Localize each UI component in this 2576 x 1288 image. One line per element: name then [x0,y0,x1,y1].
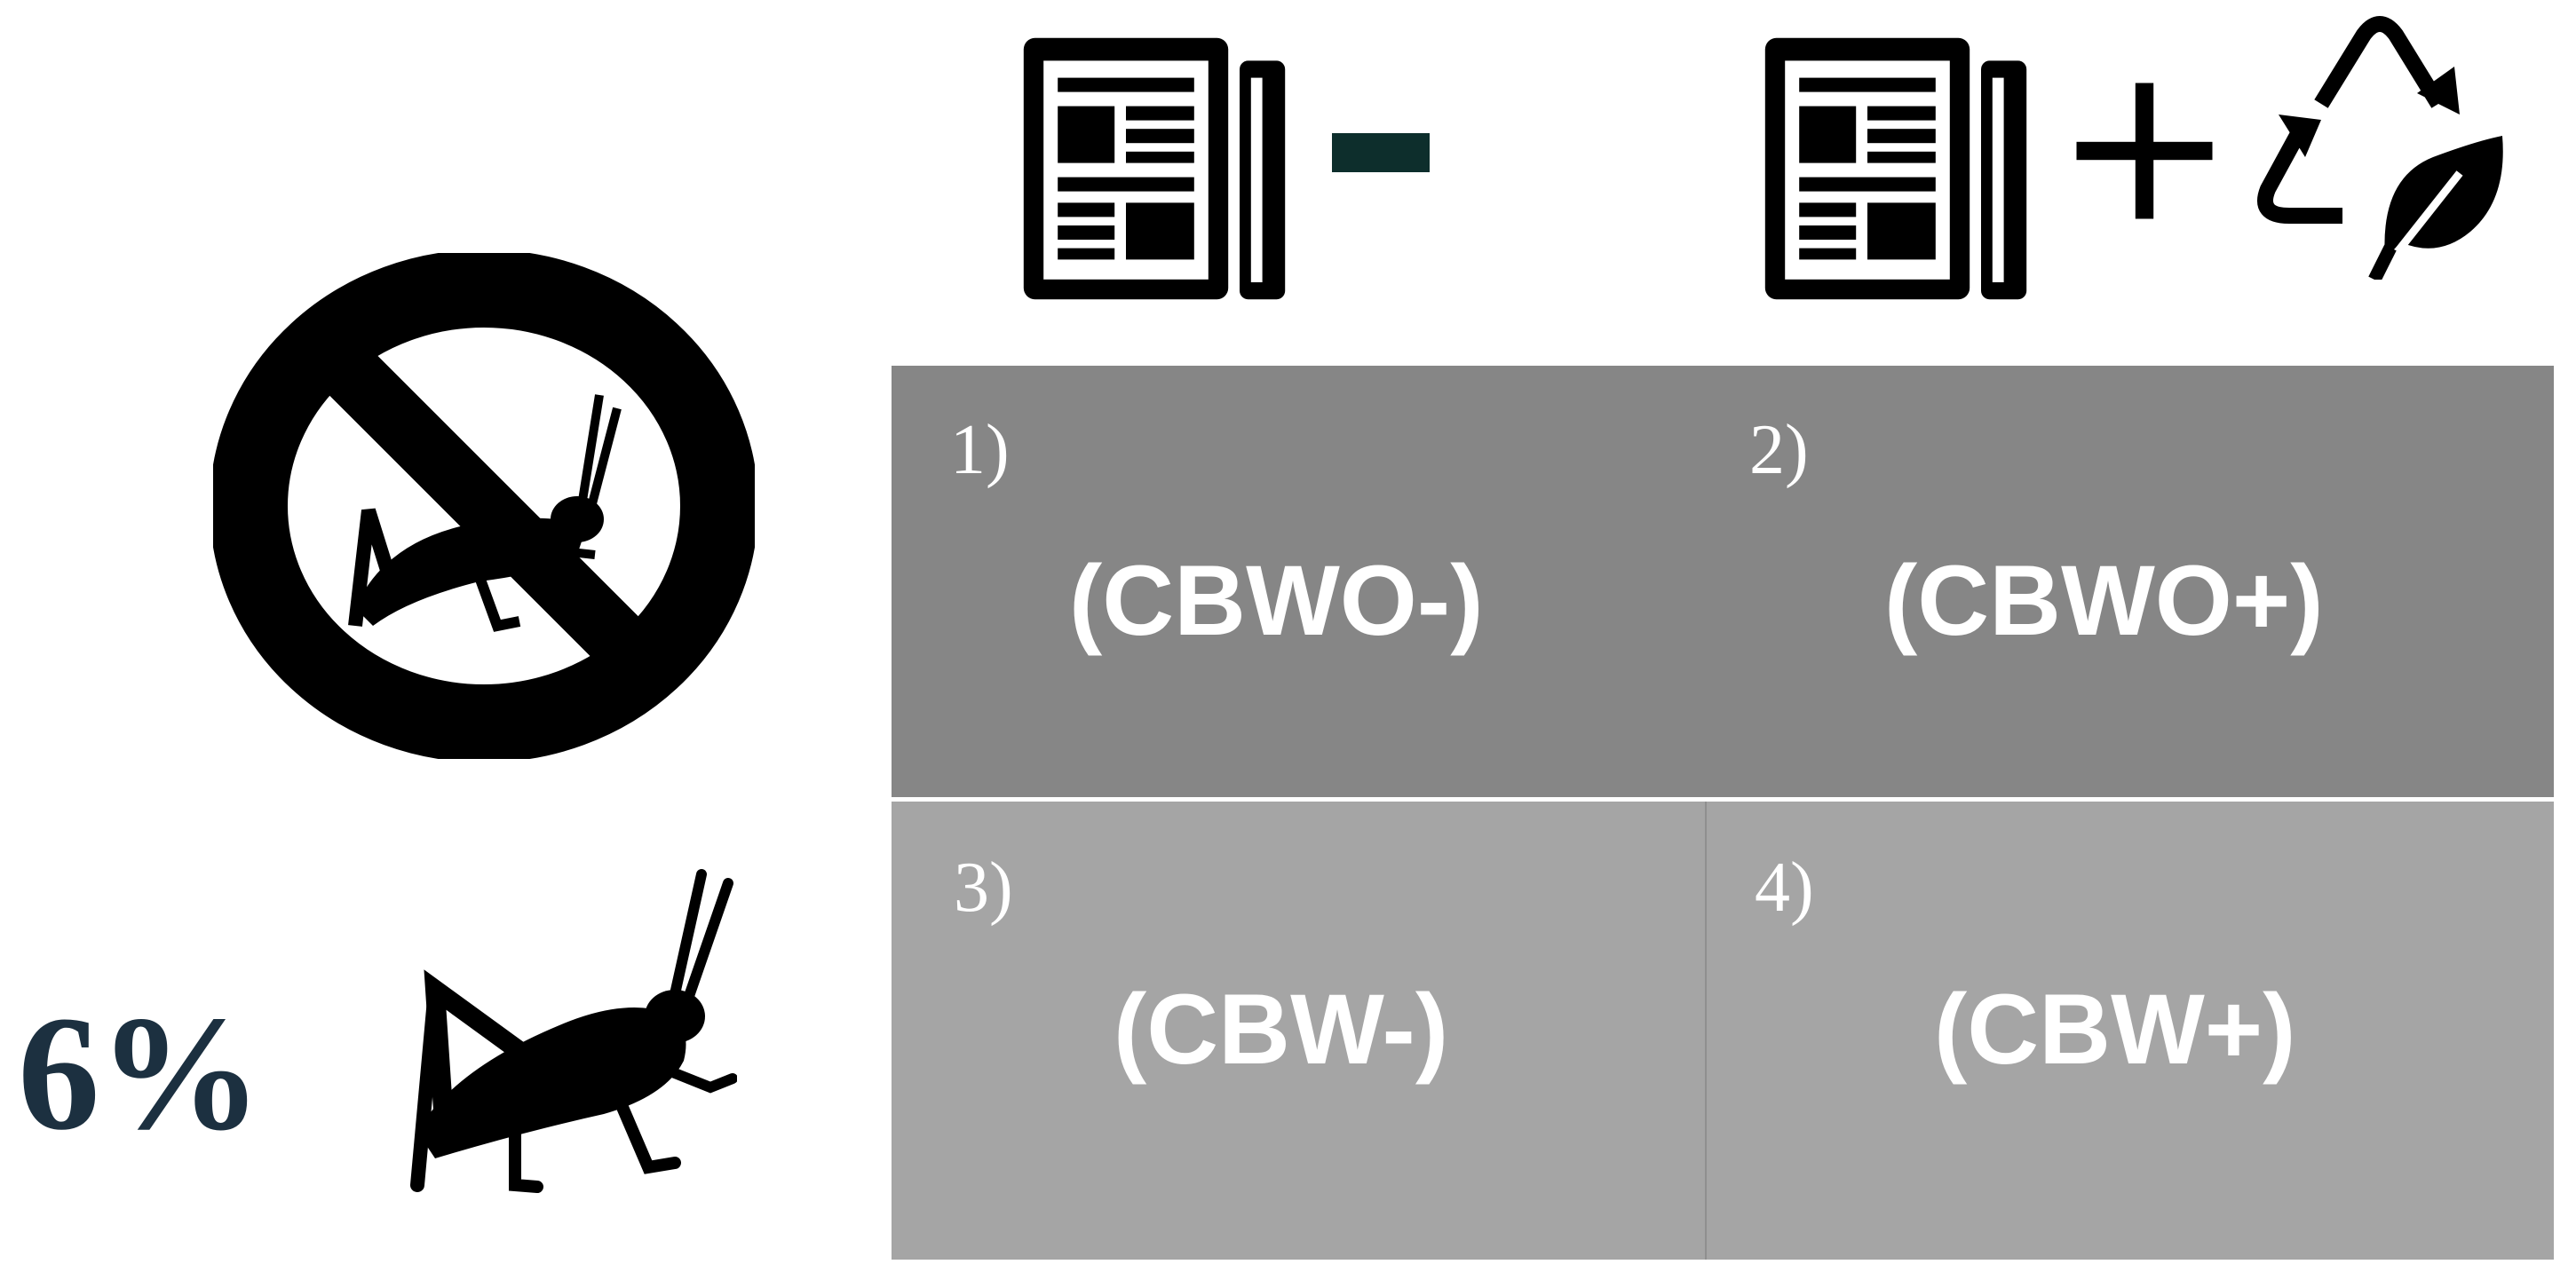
grid-cell-1: 1) (CBWO-) [892,366,1675,797]
newspaper-icon [1012,27,1296,311]
newspaper-icon [1754,27,2038,311]
cell-code: (CBW+) [1934,974,2296,1085]
cell-number: 1) [950,411,1010,489]
grid-cell-2: 2) (CBWO+) [1675,366,2554,797]
cell-code: (CBW-) [1114,974,1449,1085]
grid-cell-3: 3) (CBW-) [892,802,1705,1260]
grid-divider [1705,802,1707,1260]
no-cricket-icon [210,249,758,763]
cell-number: 2) [1749,411,1809,489]
cricket-icon [382,857,738,1203]
cell-number: 4) [1755,849,1814,927]
plus-sign [2069,75,2220,226]
grid-cell-4: 4) (CBW+) [1707,802,2554,1260]
cell-code: (CBWO-) [1069,545,1484,656]
recycle-leaf-icon [2247,13,2513,283]
percentage-label: 6% [18,983,263,1165]
cell-code: (CBWO+) [1884,545,2324,656]
minus-sign [1332,133,1430,172]
cell-number: 3) [954,849,1013,927]
grid-divider [892,797,2554,802]
